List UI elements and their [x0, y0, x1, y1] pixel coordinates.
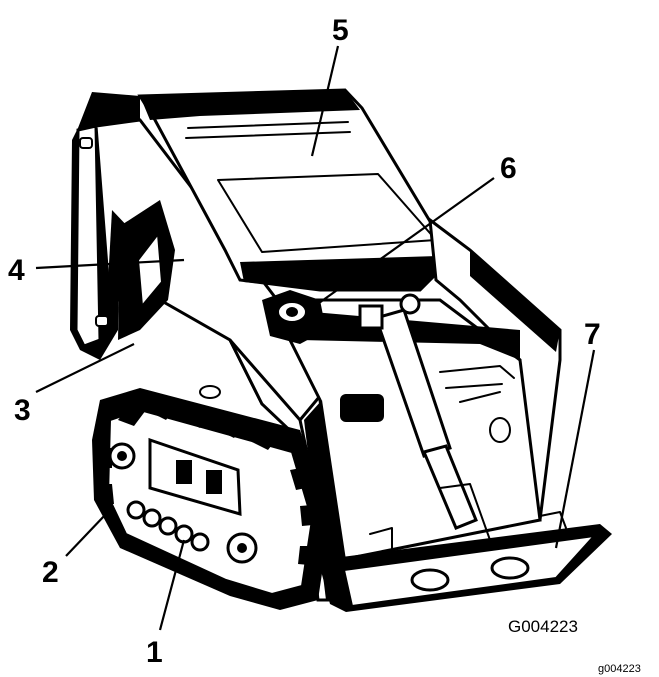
hood-lip — [240, 256, 440, 290]
instrument-block — [340, 394, 384, 422]
callout-5: 5 — [332, 14, 349, 47]
callout-7: 7 — [584, 318, 601, 351]
image-code: g004223 — [598, 663, 641, 675]
callout-6: 6 — [500, 152, 517, 185]
leader-3 — [35, 343, 135, 393]
callout-1: 1 — [146, 636, 163, 669]
battery-post — [489, 417, 511, 443]
pillar-dark — [304, 400, 346, 600]
leader-7 — [554, 349, 596, 549]
leader-2 — [65, 513, 107, 557]
hydraulic-cylinder — [358, 293, 491, 541]
callout-3: 3 — [14, 394, 31, 427]
left-slot-lower — [95, 315, 109, 327]
crawler-track — [92, 388, 330, 610]
leader-lines — [35, 45, 596, 631]
leader-1 — [158, 539, 186, 631]
hood-top-dark — [140, 90, 360, 120]
control-handles — [439, 365, 515, 403]
machine-illustration — [70, 88, 612, 612]
front-blade — [318, 511, 612, 612]
engine-compartment — [267, 298, 542, 562]
leader-5 — [310, 45, 340, 157]
figure-code: G004223 — [508, 617, 578, 636]
leader-6 — [311, 177, 495, 309]
left-upright — [74, 124, 102, 348]
left-slot-upper — [79, 137, 93, 149]
callout-4: 4 — [8, 254, 25, 287]
side-peg — [199, 385, 221, 399]
callout-labels: 1 2 3 4 5 6 7 — [8, 14, 601, 669]
hood-vent — [185, 121, 351, 139]
leader-4 — [35, 258, 185, 270]
callout-2: 2 — [42, 556, 59, 589]
right-panel-shade — [470, 250, 560, 352]
arm-brace-inner — [136, 231, 164, 309]
fuel-cap — [262, 290, 326, 344]
